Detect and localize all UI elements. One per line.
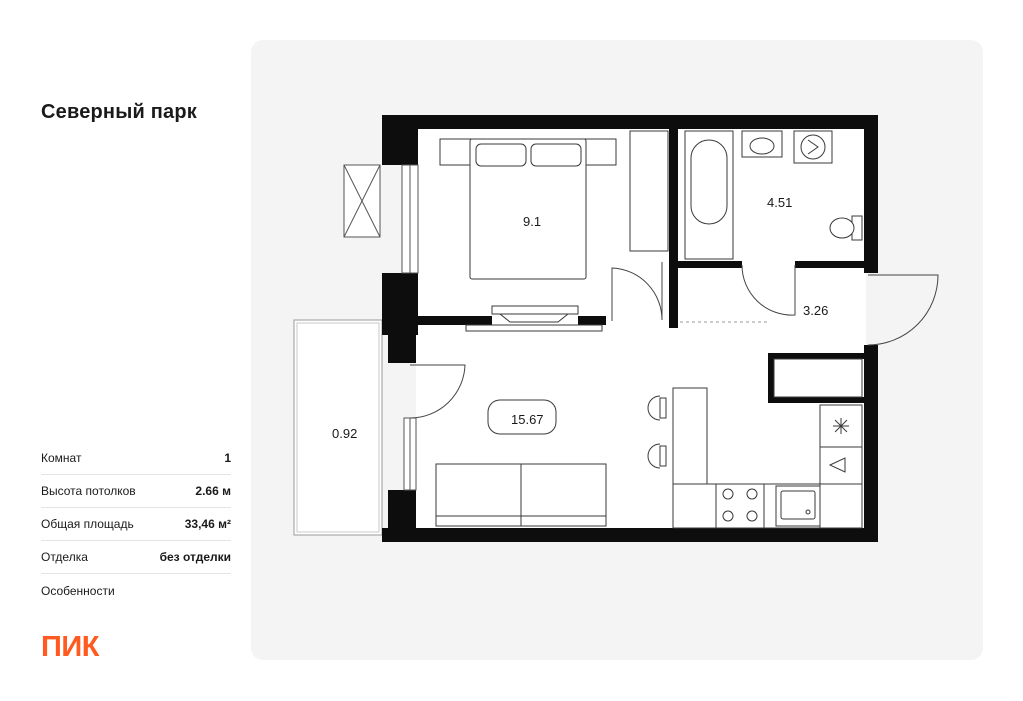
bathtub [684,130,734,260]
room-area-hallway: 3.26 [803,303,828,318]
wardrobe [629,130,669,252]
project-title: Северный парк [41,101,197,123]
stove-icon [715,483,765,529]
spec-label: Общая площадь [41,517,134,531]
door-bathroom [741,264,796,316]
window-box [343,164,381,238]
walls [382,115,878,542]
door-bedroom [611,262,663,321]
spec-value: без отделки [159,550,231,564]
room-area-bedroom: 9.1 [523,214,541,229]
spec-label: Особенности [41,583,115,598]
spec-row-finish: Отделка без отделки [41,541,231,574]
spec-value: 2.66 м [195,484,231,498]
spec-label: Комнат [41,451,82,465]
room-area-living: 15.67 [511,412,544,427]
spec-label: Высота потолков [41,484,136,498]
bar-stools [647,395,667,469]
window-bedroom [401,164,419,274]
spec-row-total-area: Общая площадь 33,46 м² [41,508,231,541]
coffee-table [487,399,557,435]
spec-row-features: Особенности [41,574,231,607]
spec-value: 33,46 м² [184,517,231,531]
spec-label: Отделка [41,550,88,564]
specs-table: Комнат 1 Высота потолков 2.66 м Общая пл… [41,442,231,607]
spec-row-ceiling-height: Высота потолков 2.66 м [41,475,231,508]
spec-row-rooms: Комнат 1 [41,442,231,475]
toilet [829,215,863,241]
spec-value: 1 [224,451,231,465]
hall-cabinet [773,358,863,398]
bar-counter [672,387,708,485]
window-living [403,417,417,491]
tv-stand [465,305,603,332]
door-balcony [409,364,466,419]
washbasin [741,130,783,158]
room-area-balcony: 0.92 [332,426,357,441]
kitchen-sink-icon [775,485,821,527]
bed [439,138,617,280]
room-area-bathroom: 4.51 [767,195,792,210]
pik-logo: ПИК [41,631,99,663]
fridge-icon [819,404,863,448]
sofa [435,463,607,527]
sink-icon [819,446,863,485]
washing-machine [793,130,833,164]
balcony [293,319,383,536]
door-entrance [867,274,939,346]
